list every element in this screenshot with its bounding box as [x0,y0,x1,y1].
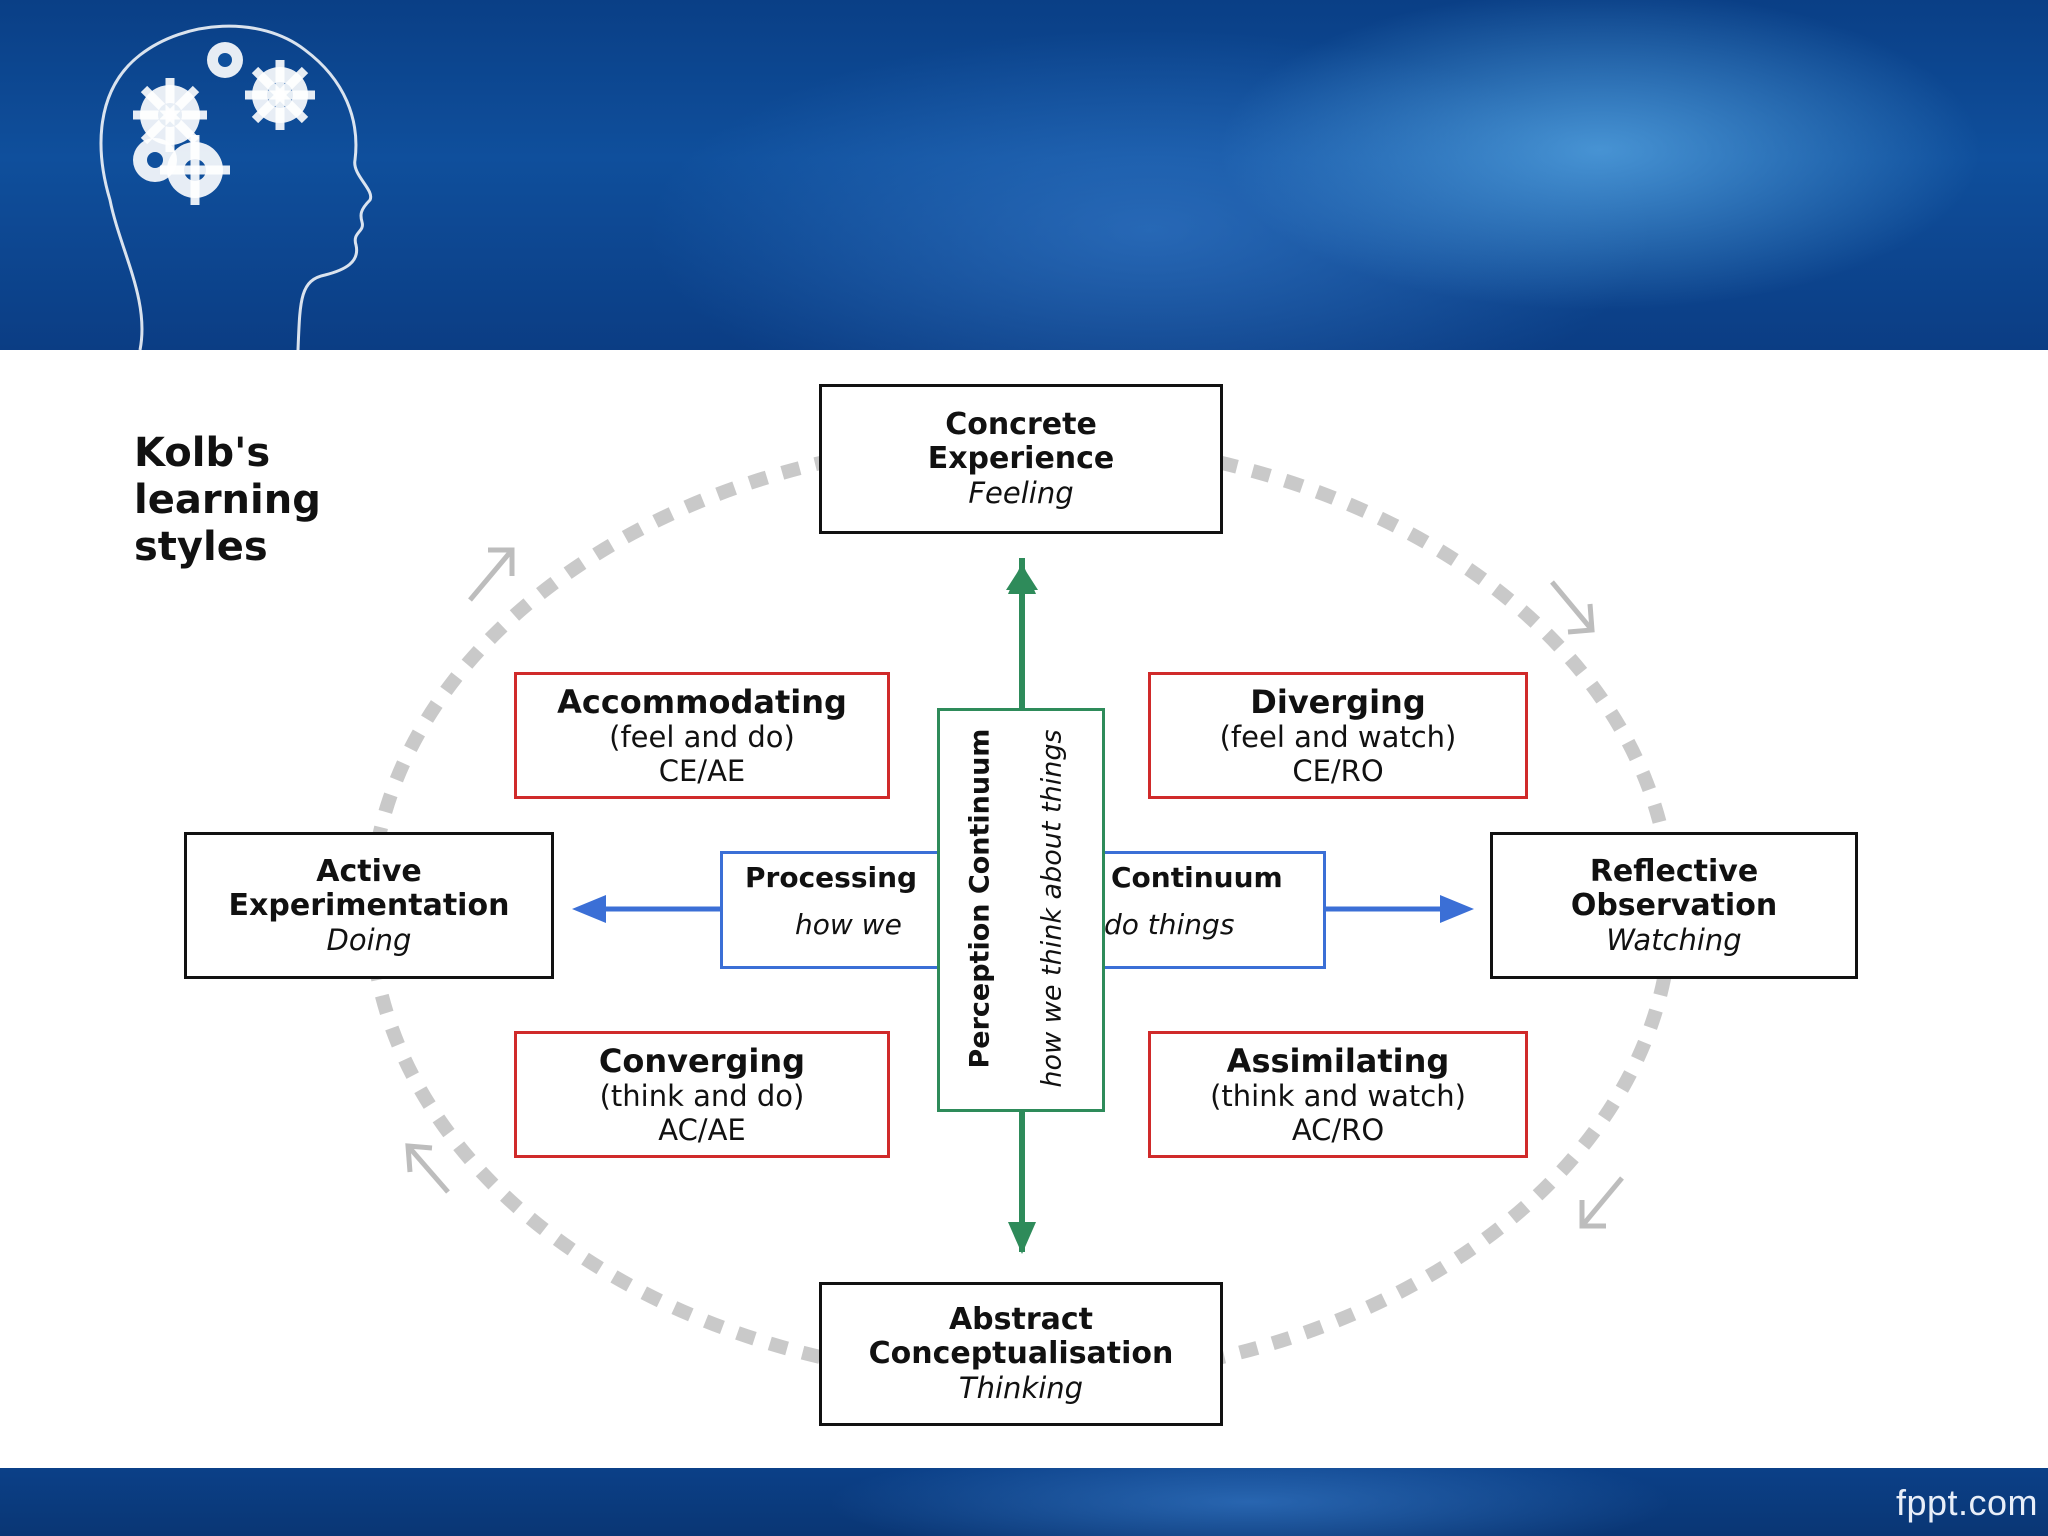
style-diverging: Diverging (feel and watch) CE/RO [1148,672,1528,799]
style-converging-desc: (think and do) [599,1078,805,1113]
processing-how-we: how we [795,908,902,941]
processing-do-things: do things [1104,908,1235,941]
cycle-arrow-bottom-right [1579,1176,1624,1229]
node-reflective-observation-sub: Watching [1606,922,1742,957]
footer-banner: fppt.com [0,1468,2048,1536]
node-abstract-conceptualisation-line1: Abstract [948,1302,1094,1337]
node-active-experimentation: Active Experimentation Doing [184,832,554,979]
node-concrete-experience-line2: Experience [927,441,1115,476]
continuum-label: Continuum [1111,861,1283,894]
processing-label: Processing [745,861,918,894]
perception-continuum-label: Perception Continuum [964,728,996,1069]
style-accommodating: Accommodating (feel and do) CE/AE [514,672,890,799]
processing-arrow-left [572,895,722,923]
node-concrete-experience-sub: Feeling [968,476,1074,510]
node-abstract-conceptualisation-sub: Thinking [958,1371,1084,1405]
style-converging-code: AC/AE [658,1112,746,1147]
processing-arrow-right [1324,895,1474,923]
node-reflective-observation-line1: Reflective [1589,853,1759,889]
style-diverging-desc: (feel and watch) [1219,719,1457,754]
style-assimilating-desc: (think and watch) [1210,1078,1466,1113]
perception-arrow-up [1006,558,1038,708]
node-active-experimentation-sub: Doing [326,922,412,957]
node-reflective-observation-line2: Observation [1570,887,1778,923]
style-converging: Converging (think and do) AC/AE [514,1031,890,1158]
style-converging-name: Converging [598,1041,806,1080]
cycle-arrow-top-left [468,547,515,602]
node-active-experimentation-line2: Experimentation [228,887,510,923]
node-active-experimentation-line1: Active [316,853,422,889]
diagram-title: Kolb's learning styles [134,430,321,570]
head-with-gears-icon [99,24,373,350]
perception-how-we-think: how we think about things [1036,729,1068,1088]
style-accommodating-desc: (feel and do) [609,719,795,754]
node-abstract-conceptualisation: Abstract Conceptualisation Thinking [819,1282,1223,1426]
style-assimilating: Assimilating (think and watch) AC/RO [1148,1031,1528,1158]
header-banner [0,0,2048,350]
style-diverging-code: CE/RO [1292,753,1384,788]
style-accommodating-code: CE/AE [658,753,746,788]
node-concrete-experience: Concrete Experience Feeling [819,384,1223,534]
node-abstract-conceptualisation-line2: Conceptualisation [868,1336,1174,1371]
style-diverging-name: Diverging [1250,682,1426,721]
perception-arrow-down [1008,1112,1036,1254]
brand-label: fppt.com [1895,1482,2038,1523]
cycle-arrow-top-right [1550,580,1595,635]
style-assimilating-name: Assimilating [1226,1041,1450,1080]
cycle-arrow-bottom-left [405,1143,450,1194]
perception-continuum-box [937,708,1105,1112]
style-assimilating-code: AC/RO [1291,1112,1385,1147]
node-concrete-experience-line1: Concrete [945,407,1097,442]
style-accommodating-name: Accommodating [557,682,847,721]
node-reflective-observation: Reflective Observation Watching [1490,832,1858,979]
